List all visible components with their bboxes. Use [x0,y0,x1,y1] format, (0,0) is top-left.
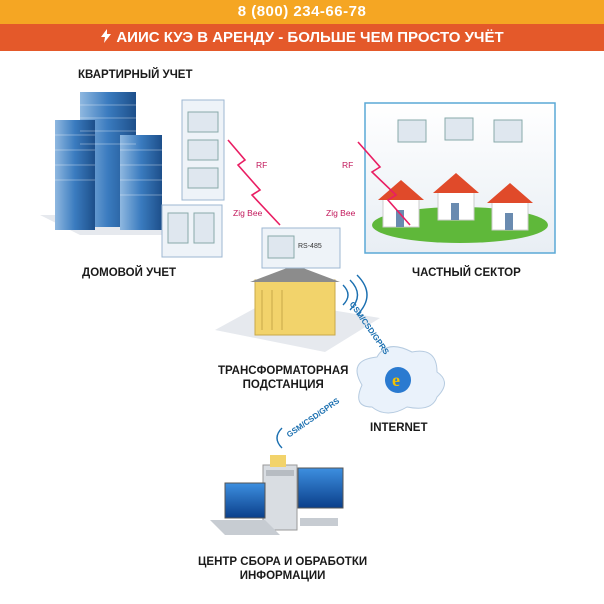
svg-text:e: e [392,370,400,390]
link-rf-left: RF [256,160,268,170]
internet-cloud: e [356,346,445,414]
house-3 [487,183,533,231]
label-substation: ТРАНСФОРМАТОРНАЯ ПОДСТАНЦИЯ [218,364,348,392]
label-center-line1: ЦЕНТР СБОРА И ОБРАБОТКИ [198,556,368,568]
label-private: ЧАСТНЫЙ СЕКТОР [412,267,521,279]
house-meters [161,204,223,258]
label-center: ЦЕНТР СБОРА И ОБРАБОТКИ ИНФОРМАЦИИ [198,555,367,583]
computers [210,455,344,535]
label-apartment: КВАРТИРНЫЙ УЧЕТ [78,69,193,81]
transformer-substation [215,227,380,352]
apartment-meters [181,99,225,201]
label-internet: INTERNET [370,422,428,434]
link-rf-right: RF [342,160,354,170]
gsm-waves [276,274,368,449]
banner-text: АИИС КУЭ В АРЕНДУ - БОЛЬШЕ ЧЕМ ПРОСТО УЧ… [116,29,504,46]
label-substation-line2: ПОДСТАНЦИЯ [242,379,324,391]
link-zigbee-right: Zig Bee [326,208,356,218]
label-center-line2: ИНФОРМАЦИИ [239,570,326,582]
label-house: ДОМОВОЙ УЧЕТ [82,267,177,279]
link-rs485: RS-485 [298,243,322,250]
network-diagram: e [40,92,556,535]
lightning-icon [101,29,112,43]
link-zigbee-left: Zig Bee [233,208,263,218]
phone-number[interactable]: 8 (800) 234-66-78 [0,0,604,24]
private-sector [364,102,556,254]
apartment-buildings [40,92,190,235]
rf-signals [227,139,411,226]
promo-banner[interactable]: АИИС КУЭ В АРЕНДУ - БОЛЬШЕ ЧЕМ ПРОСТО УЧ… [0,24,604,51]
label-substation-line1: ТРАНСФОРМАТОРНАЯ [218,365,349,377]
house-2 [433,173,479,221]
